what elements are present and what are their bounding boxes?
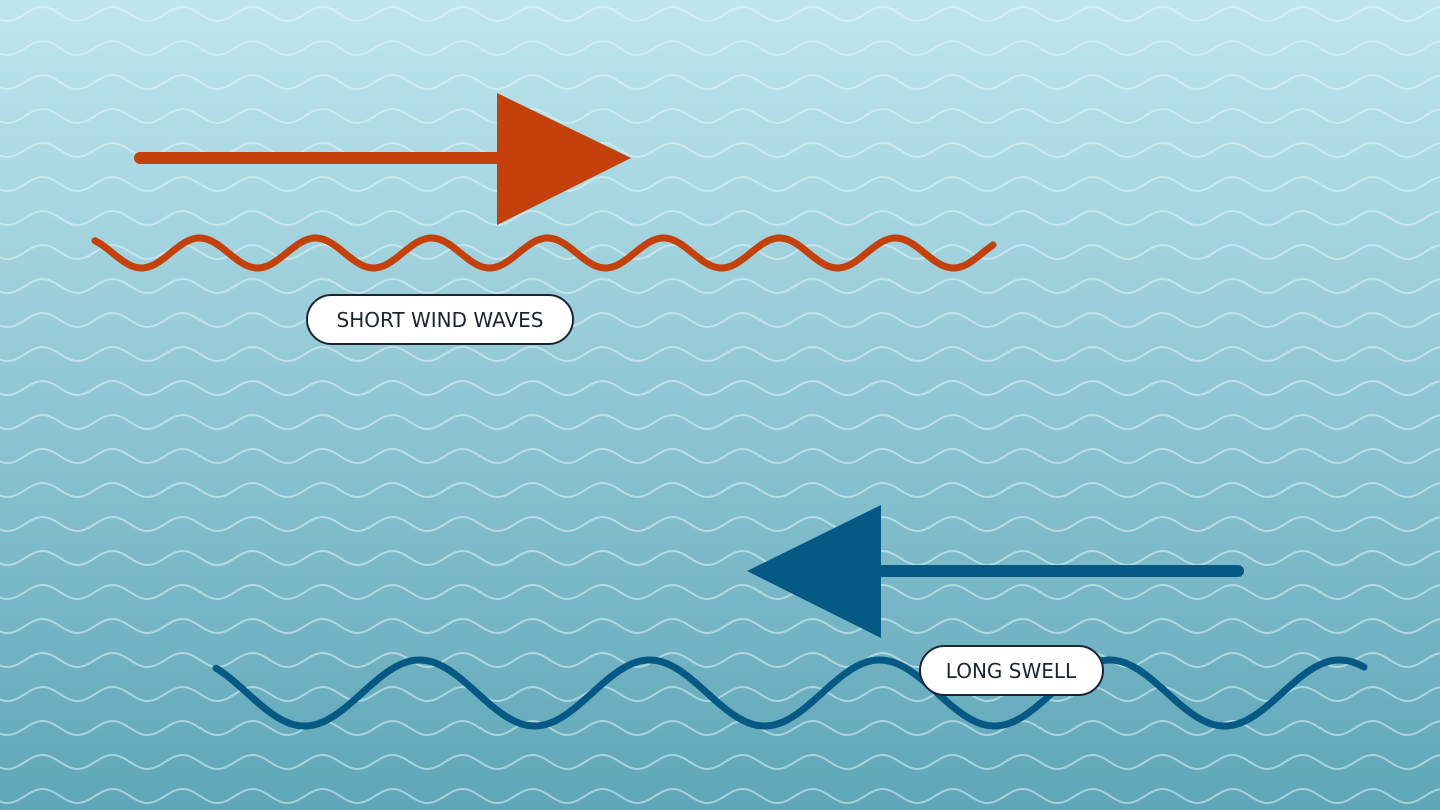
long-swell-group: [212, 505, 1368, 730]
pattern-wave-line: [0, 5, 1440, 23]
short-wind-waves-text: SHORT WIND WAVES: [337, 308, 544, 332]
long-swell-pill: [919, 645, 1104, 696]
pattern-wave-line: [0, 549, 1440, 567]
wind-arrow-head-icon: [497, 93, 631, 225]
long-swell-line: [212, 656, 1368, 730]
long-swell-text: LONG SWELL: [946, 659, 1077, 683]
pattern-wave-line: [0, 753, 1440, 771]
short-wind-wave-line: [91, 234, 997, 272]
swell-arrow-head-icon: [747, 505, 881, 638]
pattern-wave-line: [0, 209, 1440, 227]
pattern-wave-line: [0, 685, 1440, 703]
pattern-wave-line: [0, 277, 1440, 295]
pattern-wave-line: [0, 141, 1440, 159]
pattern-wave-line: [0, 175, 1440, 193]
pattern-wave-line: [0, 345, 1440, 363]
pattern-wave-line: [0, 481, 1440, 499]
short-wind-waves-pill: [306, 294, 574, 345]
pattern-wave-line: [0, 617, 1440, 635]
short-wind-waves-group: [91, 93, 997, 272]
pattern-wave-line: [0, 515, 1440, 533]
pattern-wave-line: [0, 107, 1440, 125]
short-wind-waves-label: SHORT WIND WAVES: [306, 294, 574, 345]
pattern-wave-line: [0, 583, 1440, 601]
long-swell-label: LONG SWELL: [919, 645, 1104, 696]
pattern-wave-line: [0, 73, 1440, 91]
pattern-wave-line: [0, 787, 1440, 805]
pattern-wave-line: [0, 651, 1440, 669]
pattern-wave-line: [0, 311, 1440, 329]
pattern-wave-line: [0, 719, 1440, 737]
pattern-wave-line: [0, 413, 1440, 431]
pattern-wave-line: [0, 379, 1440, 397]
pattern-wave-line: [0, 447, 1440, 465]
pattern-wave-line: [0, 39, 1440, 57]
background-wave-pattern: [0, 5, 1440, 805]
